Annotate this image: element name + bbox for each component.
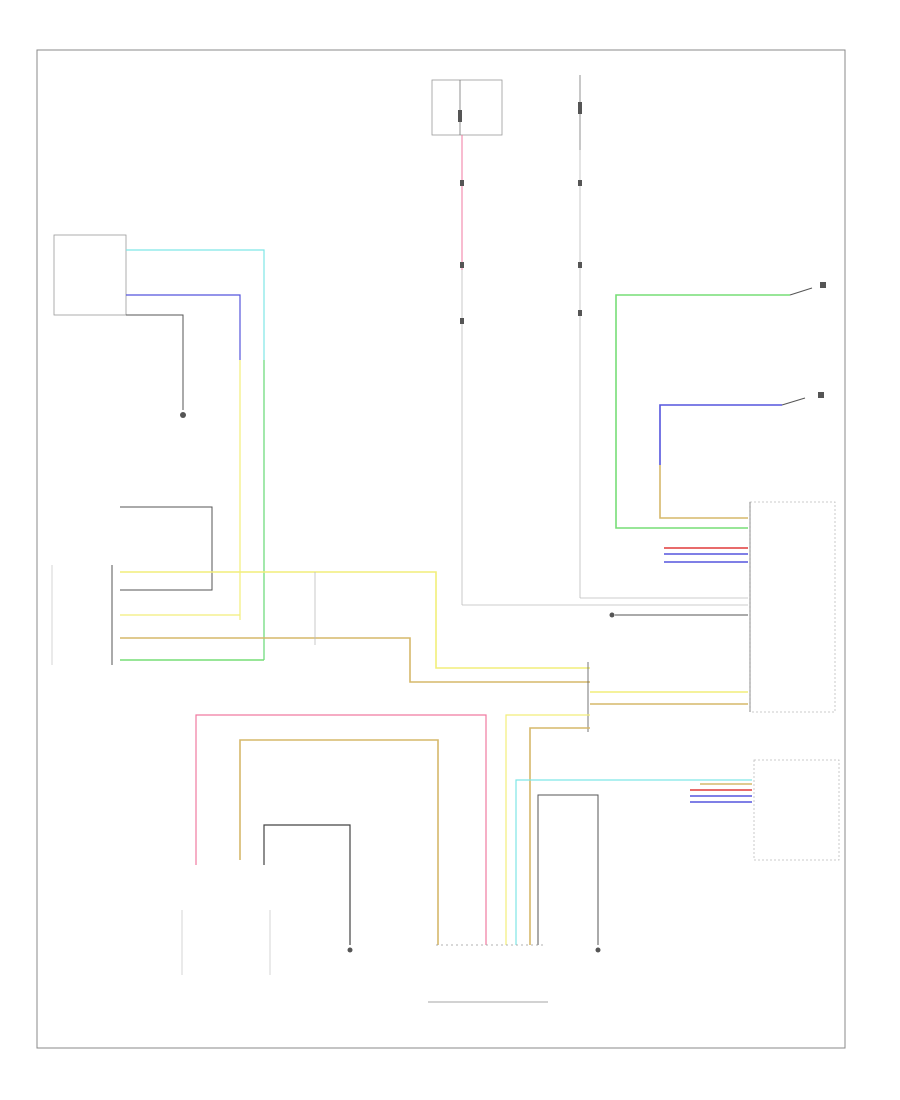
ground-symbol-1: [180, 412, 186, 418]
fuse-top-left: [431, 79, 503, 136]
ground-symbol-4: [595, 947, 601, 953]
wire-tan-bottom-right: [529, 727, 590, 945]
door-switch-right: [789, 282, 826, 296]
wire-tan-bottom: [239, 739, 439, 945]
connector-ticks: [460, 180, 582, 324]
wire-blue-door: [659, 404, 782, 465]
wire-yellow-bottom: [505, 714, 590, 945]
wire-blue-hazard: [126, 294, 241, 360]
left-connector-bank: [51, 565, 113, 665]
wire-tan-door: [659, 465, 748, 519]
wire-dark-bottom: [263, 824, 351, 945]
wire-dark-bottom-right: [537, 794, 599, 945]
wire-pink-bottom: [195, 714, 487, 945]
ground-symbol-3: [347, 947, 353, 953]
can-lines-lower: [690, 789, 752, 803]
wire-cyan-hazard: [126, 249, 265, 660]
fuse-top-right: [578, 75, 582, 150]
wire-yellow-top: [120, 571, 590, 669]
hazard-switch: [53, 234, 127, 316]
body-control-module: [749, 501, 836, 713]
bottom-switch: [181, 910, 271, 975]
combination-meter: [753, 759, 840, 861]
wire-green-door: [615, 294, 790, 529]
wire-green-mid: [120, 637, 590, 683]
wire-cyan-bottom: [515, 779, 752, 945]
wire-dark-left-top: [120, 506, 213, 591]
can-lines-upper: [664, 547, 748, 563]
wire-dark-hazard-ground: [126, 314, 184, 410]
door-switch-left: [781, 392, 824, 406]
ground-symbol-2: [609, 612, 615, 618]
diagram-frame: [36, 49, 846, 1049]
